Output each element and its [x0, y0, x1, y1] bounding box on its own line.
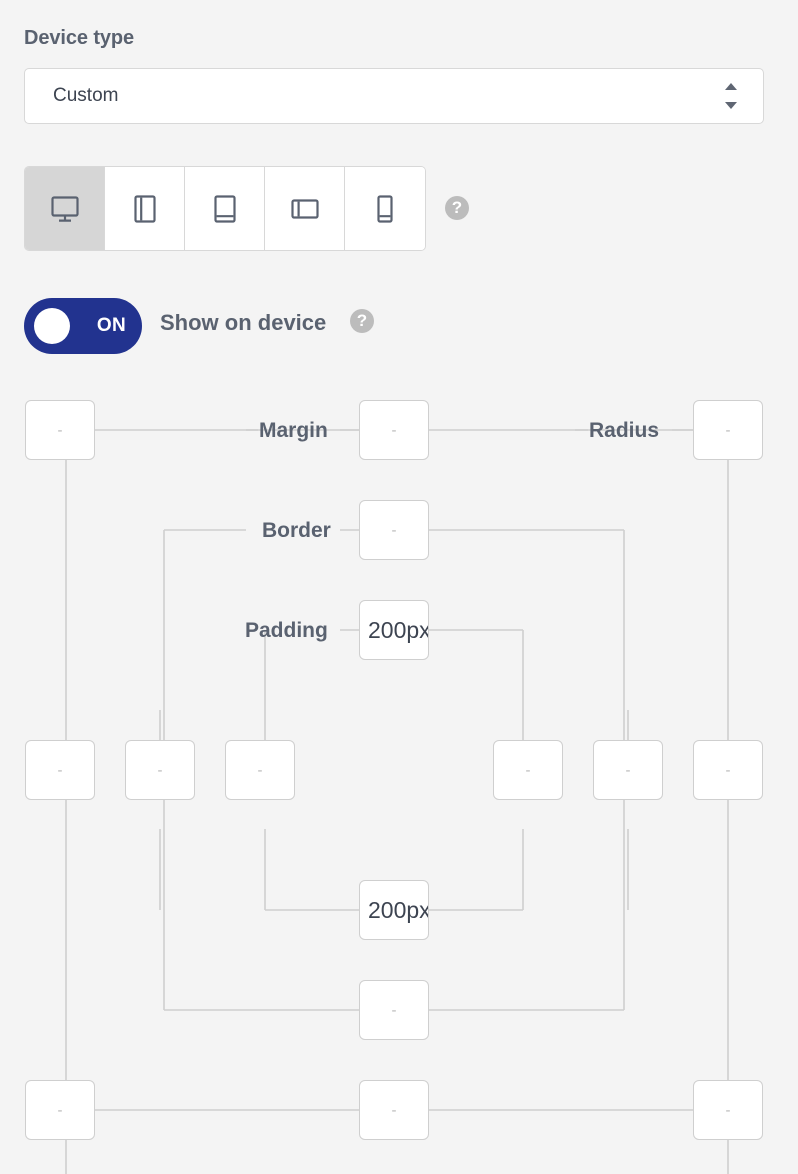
box-model-diagram: - Margin - Radius - Border - Padding 200… [0, 380, 798, 1174]
border-left-input[interactable]: - [125, 740, 195, 800]
border-bottom-input[interactable]: - [359, 980, 429, 1040]
radius-bottom-right-input[interactable]: - [693, 1080, 763, 1140]
padding-left-input[interactable]: - [225, 740, 295, 800]
padding-bottom-input[interactable]: 200px [359, 880, 429, 940]
device-type-selected-value: Custom [53, 85, 119, 106]
tablet-sidebar-icon [128, 192, 162, 226]
mobile-bottombar-icon [368, 192, 402, 226]
toggle-knob [34, 308, 70, 344]
device-tab-landscape-sidebar[interactable] [265, 167, 345, 250]
device-tab-tablet-sidebar[interactable] [105, 167, 185, 250]
device-tab-desktop[interactable] [25, 167, 105, 250]
radius-label: Radius [589, 419, 660, 442]
border-label: Border [262, 519, 331, 542]
margin-bottom-input[interactable]: - [359, 1080, 429, 1140]
show-on-device-help-icon[interactable]: ? [350, 309, 374, 333]
device-type-help-icon[interactable]: ? [445, 196, 469, 220]
border-top-input[interactable]: - [359, 500, 429, 560]
chevron-down-icon [725, 102, 737, 109]
stepper-updown-icon[interactable] [723, 83, 739, 109]
margin-right-input[interactable]: - [693, 740, 763, 800]
device-type-label: Device type [24, 27, 135, 49]
toggle-state-label: ON [96, 315, 126, 336]
border-right-input[interactable]: - [593, 740, 663, 800]
padding-label: Padding [245, 619, 328, 642]
margin-top-input[interactable]: - [359, 400, 429, 460]
monitor-icon [48, 192, 82, 226]
box-model-connectors [65, 429, 729, 1174]
device-layout-tabs [24, 166, 426, 251]
device-tab-tablet-bottombar[interactable] [185, 167, 265, 250]
padding-top-input[interactable]: 200px [359, 600, 429, 660]
chevron-up-icon [725, 83, 737, 90]
padding-right-input[interactable]: - [493, 740, 563, 800]
device-type-select[interactable]: Custom [24, 68, 764, 124]
tablet-bottombar-icon [208, 192, 242, 226]
margin-top-left-input[interactable]: - [25, 400, 95, 460]
show-on-device-label: Show on device [160, 310, 327, 335]
margin-bottom-left-input[interactable]: - [25, 1080, 95, 1140]
landscape-sidebar-icon [288, 192, 322, 226]
device-tab-mobile[interactable] [345, 167, 425, 250]
show-on-device-toggle[interactable]: ON [24, 298, 142, 354]
margin-left-input[interactable]: - [25, 740, 95, 800]
radius-top-right-input[interactable]: - [693, 400, 763, 460]
margin-label: Margin [259, 419, 328, 442]
